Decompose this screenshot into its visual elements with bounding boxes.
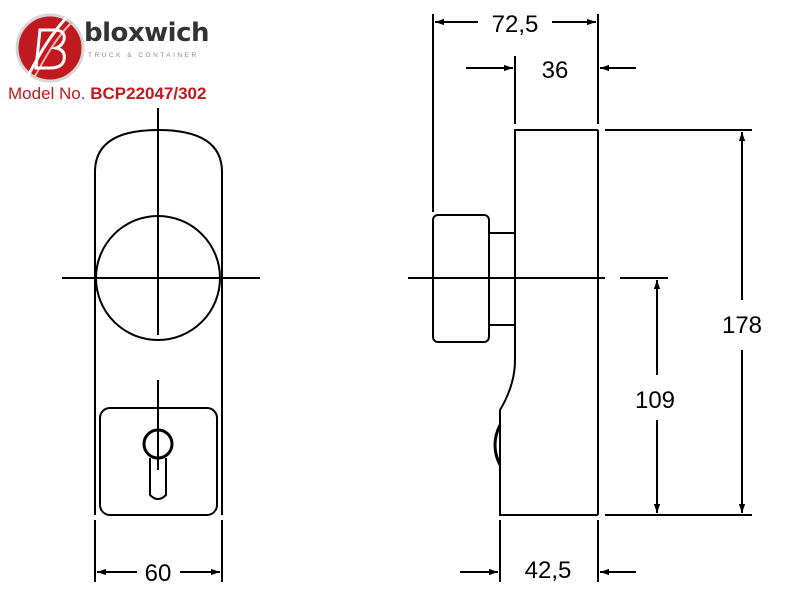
dimension-center-height-label: 109 [635, 387, 675, 414]
dimension-total-height [605, 129, 752, 516]
dimension-front-width [94, 520, 223, 582]
dimension-body-depth-label: 36 [542, 57, 569, 84]
dimension-total-depth-label: 72,5 [492, 11, 539, 38]
dimension-total-depth [432, 14, 599, 212]
front-view [62, 108, 260, 516]
model-number: BCP22047/302 [90, 84, 207, 103]
keyhole-slot [149, 458, 167, 500]
brand-tagline: TRUCK & CONTAINER [88, 52, 199, 59]
dimension-center-height [620, 277, 668, 513]
side-cylinder-bump [493, 424, 502, 466]
dimension-base-depth-label: 42,5 [525, 557, 572, 584]
side-view [408, 129, 605, 516]
brand-name: bloxwich [84, 18, 210, 48]
model-label: Model No. [8, 84, 86, 103]
bloxwich-b-logo-icon [15, 13, 85, 83]
dimension-body-depth [466, 56, 636, 124]
header: bloxwich TRUCK & CONTAINER Model No. BCP… [0, 0, 260, 110]
dimension-total-height-label: 178 [722, 312, 762, 339]
side-body-outline [499, 129, 598, 516]
dimension-base-depth [460, 520, 636, 582]
model-line: Model No. BCP22047/302 [8, 84, 206, 104]
dimension-front-width-label: 60 [145, 560, 172, 587]
